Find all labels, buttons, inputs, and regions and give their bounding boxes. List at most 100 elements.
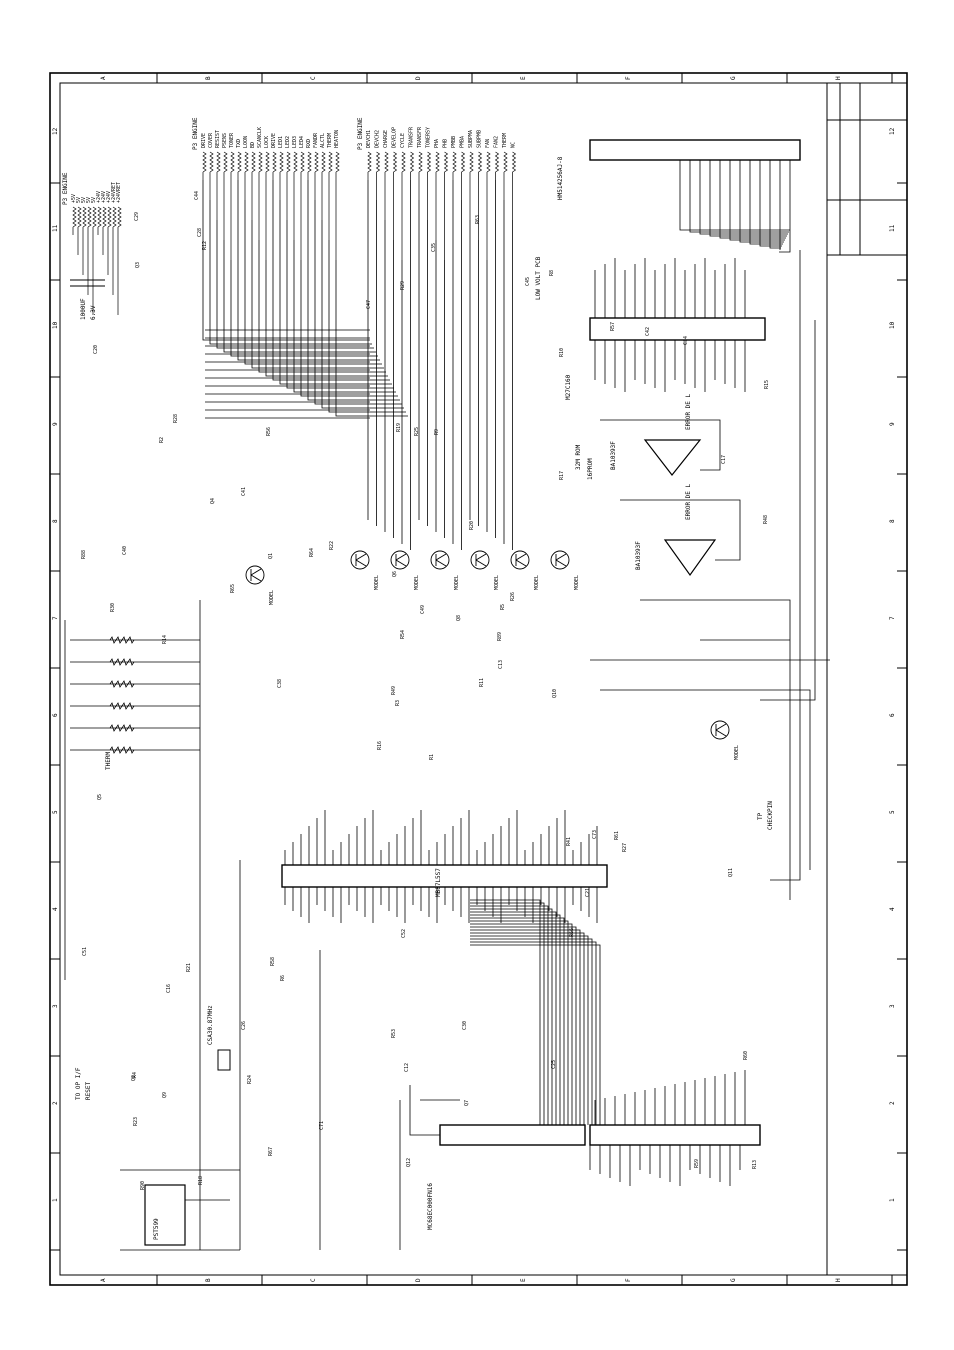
connector-pin-label: TONERSY bbox=[426, 127, 432, 148]
crystal-x1-label: CSA30.87MHz bbox=[207, 1005, 214, 1045]
zone-number-left: 9 bbox=[52, 422, 59, 426]
zone-number-left: 3 bbox=[52, 1004, 59, 1008]
component-ref: Q6 bbox=[392, 571, 398, 577]
ic-cpu-u4: MC68EC000FN16 bbox=[427, 1124, 761, 1230]
transistor-model-label: MODEL bbox=[374, 575, 380, 590]
zone-letter-bottom: E bbox=[520, 1278, 527, 1282]
connector-pin-label: LOON bbox=[243, 136, 249, 148]
component-ref: R28 bbox=[173, 414, 179, 423]
connector-pin-label: +5V bbox=[71, 194, 77, 203]
connector-pin-label: 5V bbox=[81, 197, 87, 203]
ic-main-u3: MB87L5S7 bbox=[281, 864, 608, 897]
component-ref: C29 bbox=[134, 212, 140, 221]
connector-pin-label: SUBPMA bbox=[468, 130, 474, 148]
connector-pin-label: NC bbox=[511, 142, 517, 148]
transistor-model-label: MODEL bbox=[574, 575, 580, 590]
transistor-model-label: MODEL bbox=[454, 575, 460, 590]
connector-pin-label: +24V bbox=[96, 191, 102, 203]
connector-pin-label: +24VRET bbox=[111, 182, 117, 203]
connector-pin-label: CHARGE bbox=[383, 130, 389, 148]
connector-pin-label: DRIVE bbox=[271, 133, 277, 148]
component-ref: C30 bbox=[462, 1021, 468, 1030]
zone-number-right: 6 bbox=[889, 713, 896, 717]
component-ref: Q8 bbox=[456, 615, 462, 621]
checkpin-label: CHECKPIN bbox=[767, 801, 774, 830]
component-ref: R53 bbox=[391, 1029, 397, 1038]
component-ref: C47 bbox=[366, 300, 372, 309]
connector-pin-label: 5V bbox=[86, 197, 92, 203]
component-ref: R29 bbox=[400, 281, 406, 290]
zone-letter-top: B bbox=[205, 76, 212, 80]
connector-pin-label: LED3 bbox=[292, 136, 298, 148]
component-ref: R23 bbox=[133, 1117, 139, 1126]
connector-pin-label: DEVELOP bbox=[392, 127, 398, 148]
connector-pin-label: PSENS bbox=[222, 133, 228, 148]
transistor bbox=[510, 550, 530, 570]
component-ref: R30 bbox=[110, 603, 116, 612]
error-de-l-label-2: ERROR DE L bbox=[685, 483, 692, 520]
zone-letter-bottom: A bbox=[100, 1278, 107, 1282]
connector-pin-label: +24V bbox=[101, 191, 107, 203]
component-ref: C51 bbox=[82, 947, 88, 956]
zone-letter-bottom: H bbox=[835, 1278, 842, 1282]
component-ref: R61 bbox=[614, 831, 620, 840]
connector-pin-label: ALCTL bbox=[320, 133, 326, 148]
connector-pin-label: COVER bbox=[208, 132, 214, 148]
component-ref: R1 bbox=[429, 754, 435, 760]
ic-cpu-u4-label: MC68EC000FN16 bbox=[427, 1183, 434, 1230]
zone-number-left: 7 bbox=[52, 616, 59, 620]
component-ref: R11 bbox=[479, 678, 485, 687]
component-ref: C25 bbox=[551, 1060, 557, 1069]
zone-number-right: 9 bbox=[889, 422, 896, 426]
component-ref: R27 bbox=[622, 843, 628, 852]
component-ref: R57 bbox=[610, 322, 616, 331]
connector-title: P3 ENGINE bbox=[357, 117, 364, 150]
zone-number-right: 2 bbox=[889, 1101, 896, 1105]
rom-size-label: 32M ROM bbox=[575, 444, 582, 470]
connector-pin-label: BD bbox=[250, 142, 256, 148]
component-ref: R59 bbox=[694, 1159, 700, 1168]
cap-c52-value: 1000UF bbox=[80, 298, 87, 320]
connector-pin-label: THERM bbox=[502, 133, 508, 148]
connector-pin-label: TRANSFR bbox=[409, 126, 415, 148]
component-ref: R21 bbox=[186, 963, 192, 972]
component-ref: R41 bbox=[566, 837, 572, 846]
zone-letter-bottom: C bbox=[310, 1278, 317, 1282]
component-ref: R12 bbox=[202, 241, 208, 250]
cap-c52-voltage: 6.3V bbox=[90, 305, 97, 320]
zone-letter-top: H bbox=[835, 76, 842, 80]
connector-pin-label: DRIVE bbox=[201, 133, 207, 148]
component-ref: R48 bbox=[763, 515, 769, 524]
component-ref: Q7 bbox=[464, 1100, 470, 1106]
component-ref: R8 bbox=[549, 270, 555, 276]
component-ref: Q11 bbox=[728, 868, 734, 877]
component-ref: R22 bbox=[329, 541, 335, 550]
component-ref: R89 bbox=[497, 632, 503, 641]
zone-letter-bottom: D bbox=[415, 1278, 422, 1282]
component-ref: C41 bbox=[241, 487, 247, 496]
connector-pin-label: FANDR bbox=[313, 132, 319, 148]
component-ref: R63 bbox=[475, 215, 481, 224]
zone-number-left: 6 bbox=[52, 713, 59, 717]
connector-pin-label: TRANSFR bbox=[417, 126, 423, 148]
zone-number-left: 11 bbox=[52, 224, 59, 232]
error-de-l-label-1: ERROR DE L bbox=[685, 393, 692, 430]
connector-pin-label: RXD bbox=[306, 139, 312, 148]
zone-letter-top: F bbox=[625, 76, 632, 80]
component-ref: R25 bbox=[414, 427, 420, 436]
ic-ram-u7-label: HM514256AJ-8 bbox=[557, 156, 564, 200]
connector-pin-label: HEATON bbox=[334, 130, 340, 148]
transistor-model-label: MODEL bbox=[734, 745, 740, 760]
component-ref: C38 bbox=[277, 679, 283, 688]
opamp-u11: BA10393F ERROR DE L bbox=[635, 483, 717, 577]
component-ref: C17 bbox=[721, 455, 727, 464]
component-ref: R64 bbox=[309, 548, 315, 557]
zone-number-right: 12 bbox=[889, 127, 896, 135]
component-ref: Q3 bbox=[135, 262, 141, 268]
connector-pin-label: CYCLE bbox=[400, 133, 406, 148]
ic-rom-u9: M27C160 32M ROM 16PROM bbox=[565, 317, 766, 480]
